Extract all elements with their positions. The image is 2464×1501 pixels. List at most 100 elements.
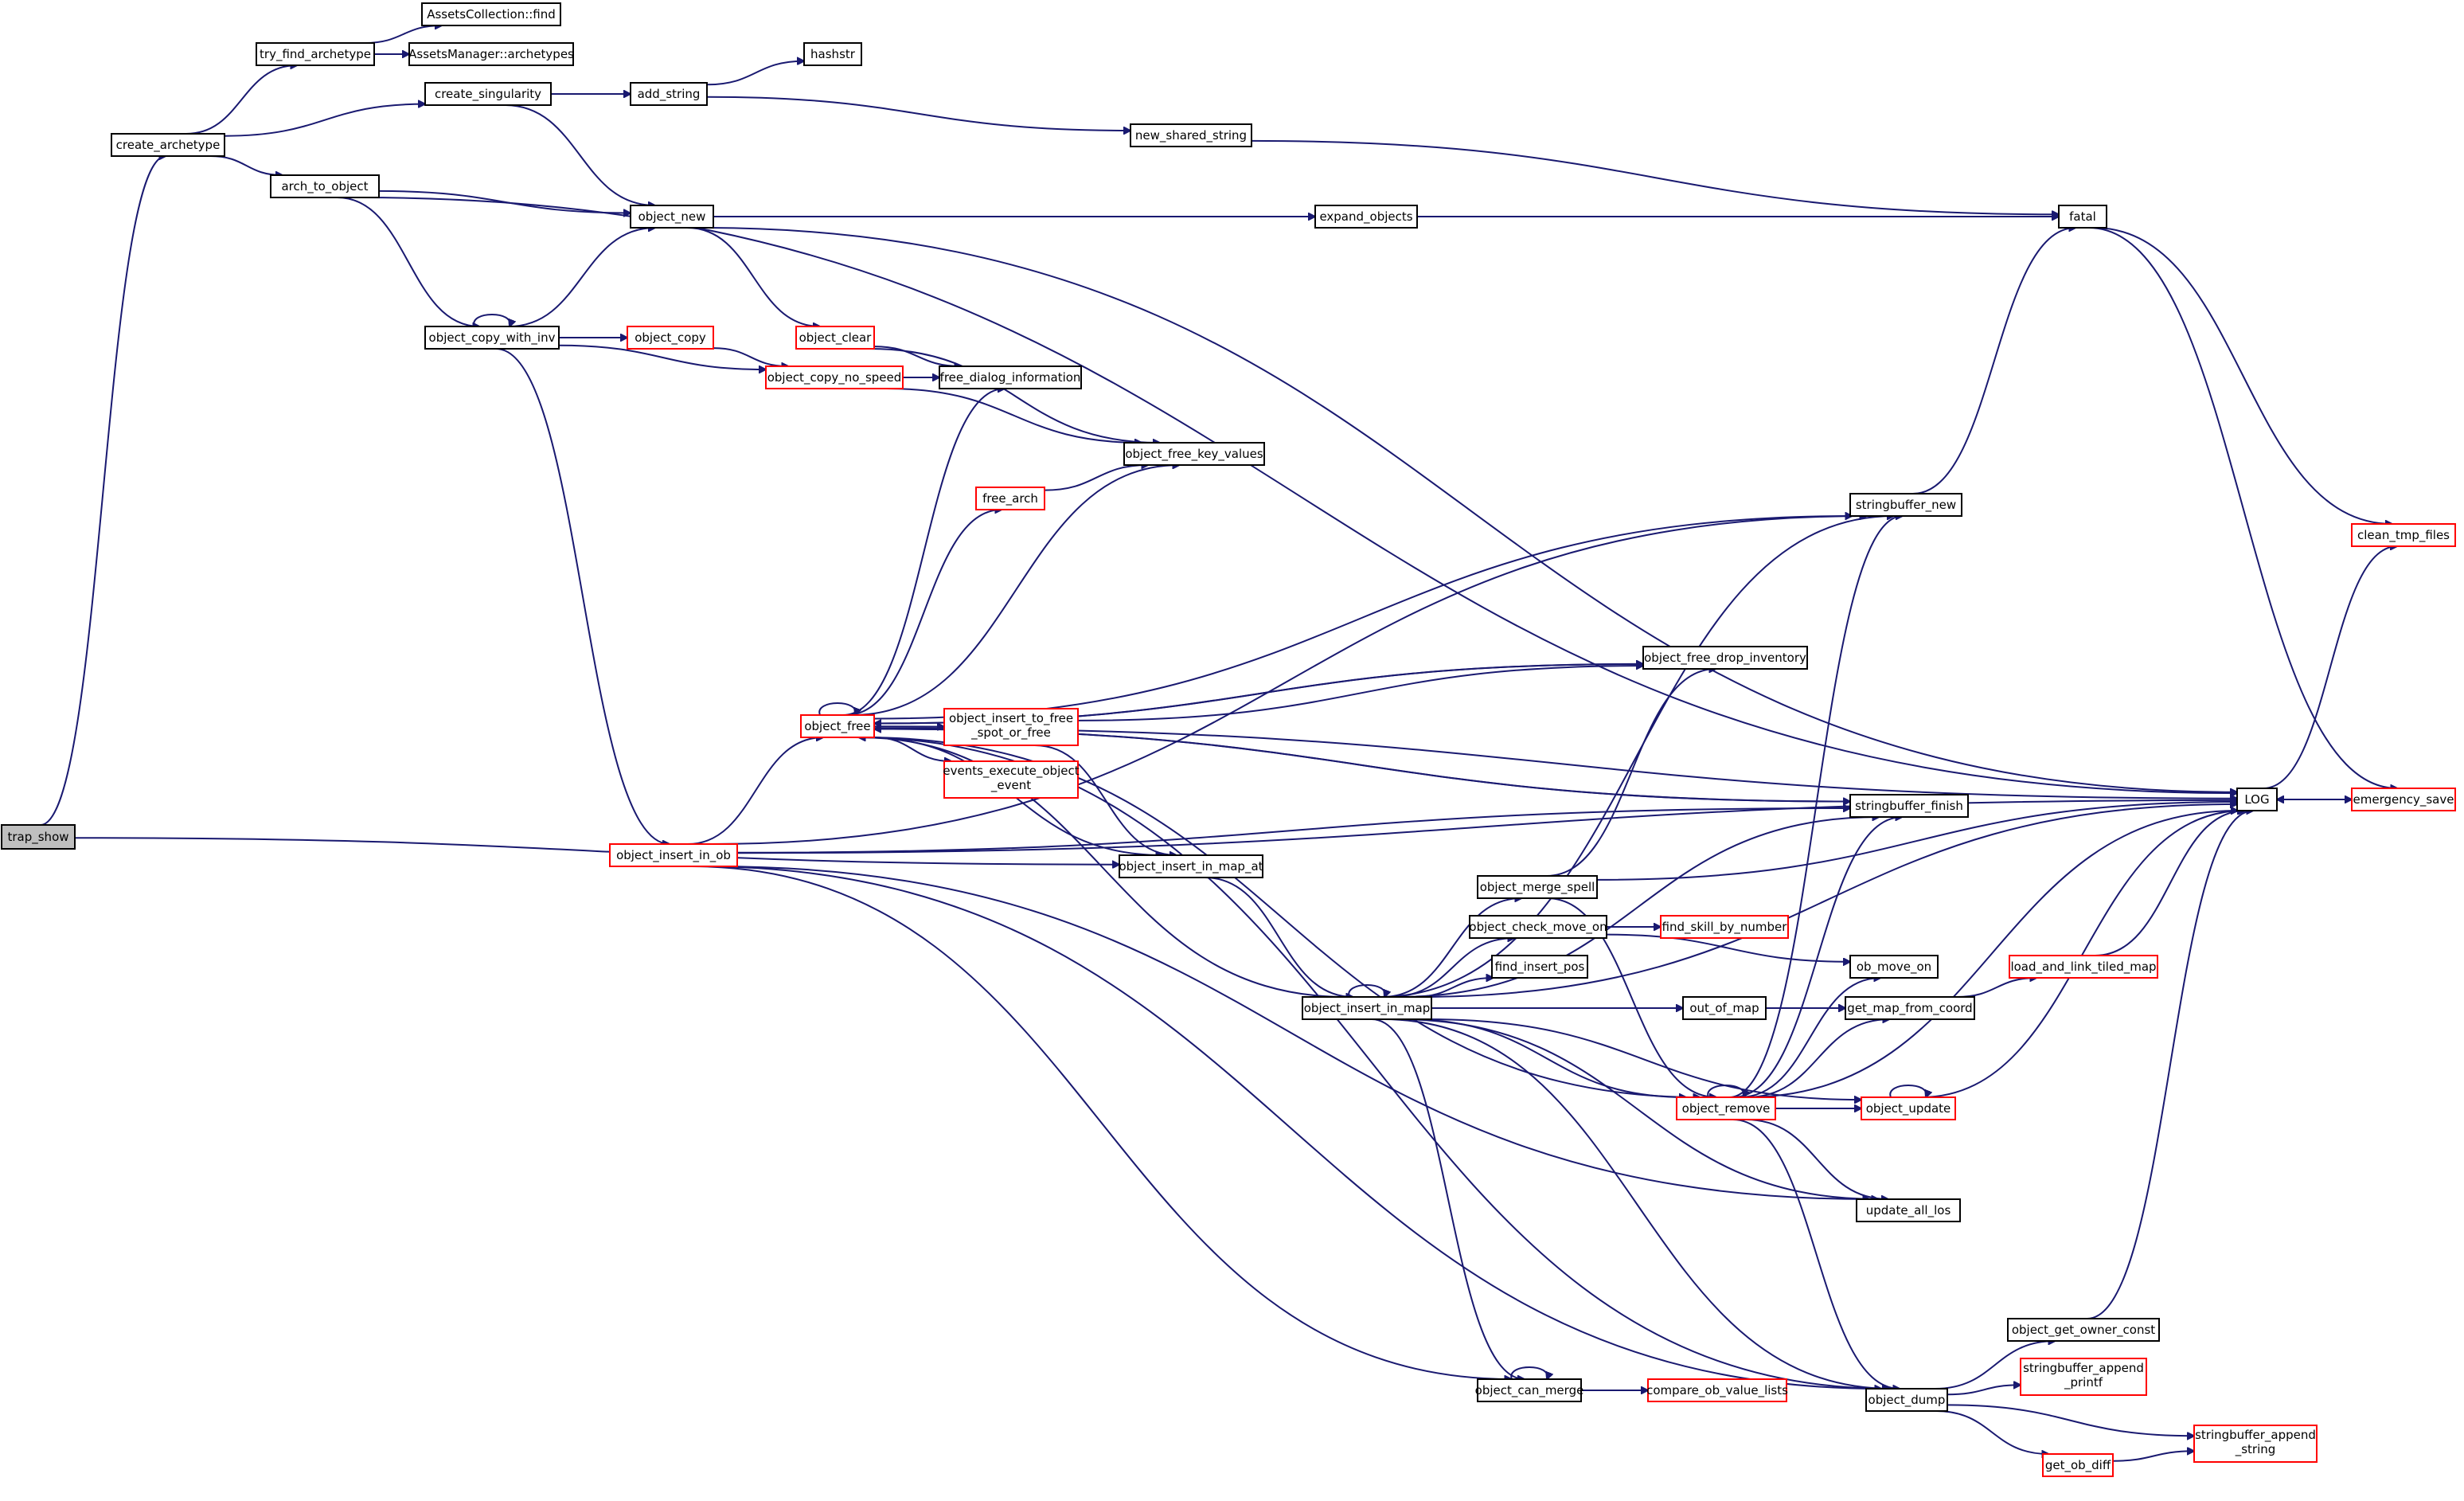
edge-object-free-to-log — [873, 727, 2237, 798]
node-assetscollection-find[interactable]: AssetsCollection::find — [421, 2, 561, 26]
node-object-insert-in-ob[interactable]: object_insert_in_ob — [609, 843, 738, 867]
node-box — [408, 42, 574, 66]
edge-create-archetype-to-arch-to-object — [209, 155, 283, 175]
node-box — [421, 2, 561, 26]
node-stringbuffer-append-printf[interactable]: stringbuffer_append_printf — [2020, 1358, 2147, 1396]
node-trap-show[interactable]: trap_show — [1, 824, 76, 850]
node-fatal[interactable]: fatal — [2058, 205, 2107, 229]
node-get-map-from-coord[interactable]: get_map_from_coord — [1845, 996, 1975, 1020]
node-object-new[interactable]: object_new — [630, 205, 714, 229]
node-update-all-los[interactable]: update_all_los — [1856, 1198, 1961, 1222]
node-add-string[interactable]: add_string — [630, 82, 708, 106]
edge-object-remove-to-log — [1745, 811, 2238, 1098]
node-object-copy-with-inv[interactable]: object_copy_with_inv — [424, 326, 560, 350]
node-free-dialog-information[interactable]: free_dialog_information — [939, 365, 1082, 389]
node-label: LOG — [2244, 792, 2269, 807]
node-object-remove[interactable]: object_remove — [1676, 1096, 1776, 1120]
edge-object-copy-with-inv-to-object-new — [508, 228, 655, 327]
edge-object-insert-to-free-spot-or-free-to-object-free-drop-inventory — [1077, 666, 1643, 721]
node-object-can-merge[interactable]: object_can_merge — [1475, 1378, 1584, 1402]
node-label: load_and_link_tiled_map — [2010, 960, 2156, 975]
edge-create-archetype-to-create-singularity — [224, 104, 425, 137]
edge-object-remove-to-object-remove — [1707, 1085, 1744, 1097]
node-create-archetype[interactable]: create_archetype — [111, 133, 225, 157]
node-object-check-move-on[interactable]: object_check_move_on — [1469, 915, 1607, 939]
edge-object-insert-in-map-to-object-remove — [1407, 1018, 1686, 1097]
node-label: _spot_or_free — [970, 725, 1051, 741]
node-box — [1642, 646, 1808, 670]
node-label: find_insert_pos — [1495, 960, 1585, 975]
node-object-merge-spell[interactable]: object_merge_spell — [1477, 875, 1598, 899]
node-assetsmanager-archetypes[interactable]: AssetsManager::archetypes — [408, 42, 574, 66]
node-object-free-key-values[interactable]: object_free_key_values — [1123, 442, 1265, 466]
node-clean-tmp-files[interactable]: clean_tmp_files — [2351, 523, 2456, 547]
edge-object-insert-in-ob-to-update-all-los — [712, 866, 1870, 1199]
node-events-execute-object-event[interactable]: events_execute_object_event — [943, 760, 1080, 799]
node-stringbuffer-append-string[interactable]: stringbuffer_append_string — [2193, 1425, 2318, 1463]
node-log[interactable]: LOG — [2236, 788, 2278, 811]
node-box — [1123, 442, 1265, 466]
node-new-shared-string[interactable]: new_shared_string — [1130, 123, 1252, 147]
node-box — [630, 82, 708, 106]
edge-log-to-clean-tmp-files — [2263, 546, 2397, 789]
node-label: arch_to_object — [281, 179, 368, 194]
node-object-free-drop-inventory[interactable]: object_free_drop_inventory — [1642, 646, 1808, 670]
node-label: try_find_archetype — [260, 47, 371, 62]
node-box — [424, 82, 552, 106]
edge-object-update-to-log — [1920, 811, 2244, 1098]
node-box — [256, 42, 375, 66]
node-get-ob-diff[interactable]: get_ob_diff — [2042, 1453, 2114, 1477]
node-find-insert-pos[interactable]: find_insert_pos — [1491, 955, 1588, 979]
edge-object-copy-to-object-copy-no-speed — [713, 347, 788, 366]
node-stringbuffer-finish[interactable]: stringbuffer_finish — [1849, 794, 1969, 818]
node-object-copy-no-speed[interactable]: object_copy_no_speed — [765, 365, 904, 389]
edge-object-insert-in-map-to-object-insert-in-map — [1348, 984, 1384, 997]
edge-trap-show-to-object-insert-in-map-at — [74, 837, 1119, 865]
node-stringbuffer-new[interactable]: stringbuffer_new — [1849, 493, 1962, 517]
node-create-singularity[interactable]: create_singularity — [424, 82, 552, 106]
node-load-and-link-tiled-map[interactable]: load_and_link_tiled_map — [2009, 955, 2158, 979]
node-try-find-archetype[interactable]: try_find_archetype — [256, 42, 375, 66]
edge-object-insert-in-map-at-to-object-insert-in-map — [1205, 877, 1353, 997]
edge-object-free-to-object-free-key-values — [852, 465, 1179, 716]
edge-object-insert-in-map-to-update-all-los — [1396, 1018, 1879, 1199]
node-box — [1477, 875, 1598, 899]
node-out-of-map[interactable]: out_of_map — [1682, 996, 1767, 1020]
node-object-insert-in-map[interactable]: object_insert_in_map — [1302, 996, 1432, 1020]
edge-object-remove-to-update-all-los — [1745, 1119, 1888, 1199]
node-find-skill-by-number[interactable]: find_skill_by_number — [1660, 915, 1789, 939]
node-object-insert-to-free-spot-or-free[interactable]: object_insert_to_free_spot_or_free — [943, 708, 1079, 746]
node-free-arch[interactable]: free_arch — [975, 487, 1045, 510]
node-label: object_free_drop_inventory — [1644, 651, 1806, 666]
node-box — [1849, 794, 1969, 818]
node-box — [765, 365, 904, 389]
node-object-update[interactable]: object_update — [1861, 1096, 1956, 1120]
node-object-copy[interactable]: object_copy — [627, 326, 714, 350]
node-compare-ob-value-lists[interactable]: compare_ob_value_lists — [1646, 1378, 1788, 1402]
edge-fatal-to-emergency-save — [2088, 227, 2398, 788]
node-object-insert-in-map-at[interactable]: object_insert_in_map_at — [1119, 854, 1263, 878]
node-box — [2351, 523, 2456, 547]
node-ob-move-on[interactable]: ob_move_on — [1849, 955, 1939, 979]
node-object-free[interactable]: object_free — [800, 714, 875, 738]
node-label: _printf — [2064, 1375, 2103, 1390]
node-object-get-owner-const[interactable]: object_get_owner_const — [2007, 1318, 2160, 1342]
node-hashstr[interactable]: hashstr — [803, 42, 862, 66]
node-label: _event — [990, 778, 1031, 793]
node-emergency-save[interactable]: emergency_save — [2351, 788, 2456, 811]
edge-trap-show-to-create-archetype — [40, 156, 166, 826]
edge-object-remove-to-get-map-from-coord — [1746, 1019, 1890, 1098]
edge-object-free-to-free-dialog-information — [842, 389, 1005, 716]
node-label: add_string — [638, 87, 701, 102]
edge-object-merge-spell-to-object-remove — [1546, 897, 1716, 1097]
node-expand-objects[interactable]: expand_objects — [1314, 205, 1418, 229]
edge-object-insert-in-map-to-object-check-move-on — [1390, 938, 1515, 998]
edge-object-remove-to-object-dump — [1732, 1119, 1900, 1389]
edge-object-insert-in-map-to-object-free — [858, 737, 1346, 998]
node-object-dump[interactable]: object_dump — [1865, 1388, 1948, 1412]
edge-object-check-move-on-to-ob-move-on — [1606, 933, 1850, 962]
node-arch-to-object[interactable]: arch_to_object — [270, 174, 380, 198]
edge-create-archetype-to-try-find-archetype — [185, 65, 298, 135]
node-box — [1130, 123, 1252, 147]
node-object-clear[interactable]: object_clear — [795, 326, 875, 350]
